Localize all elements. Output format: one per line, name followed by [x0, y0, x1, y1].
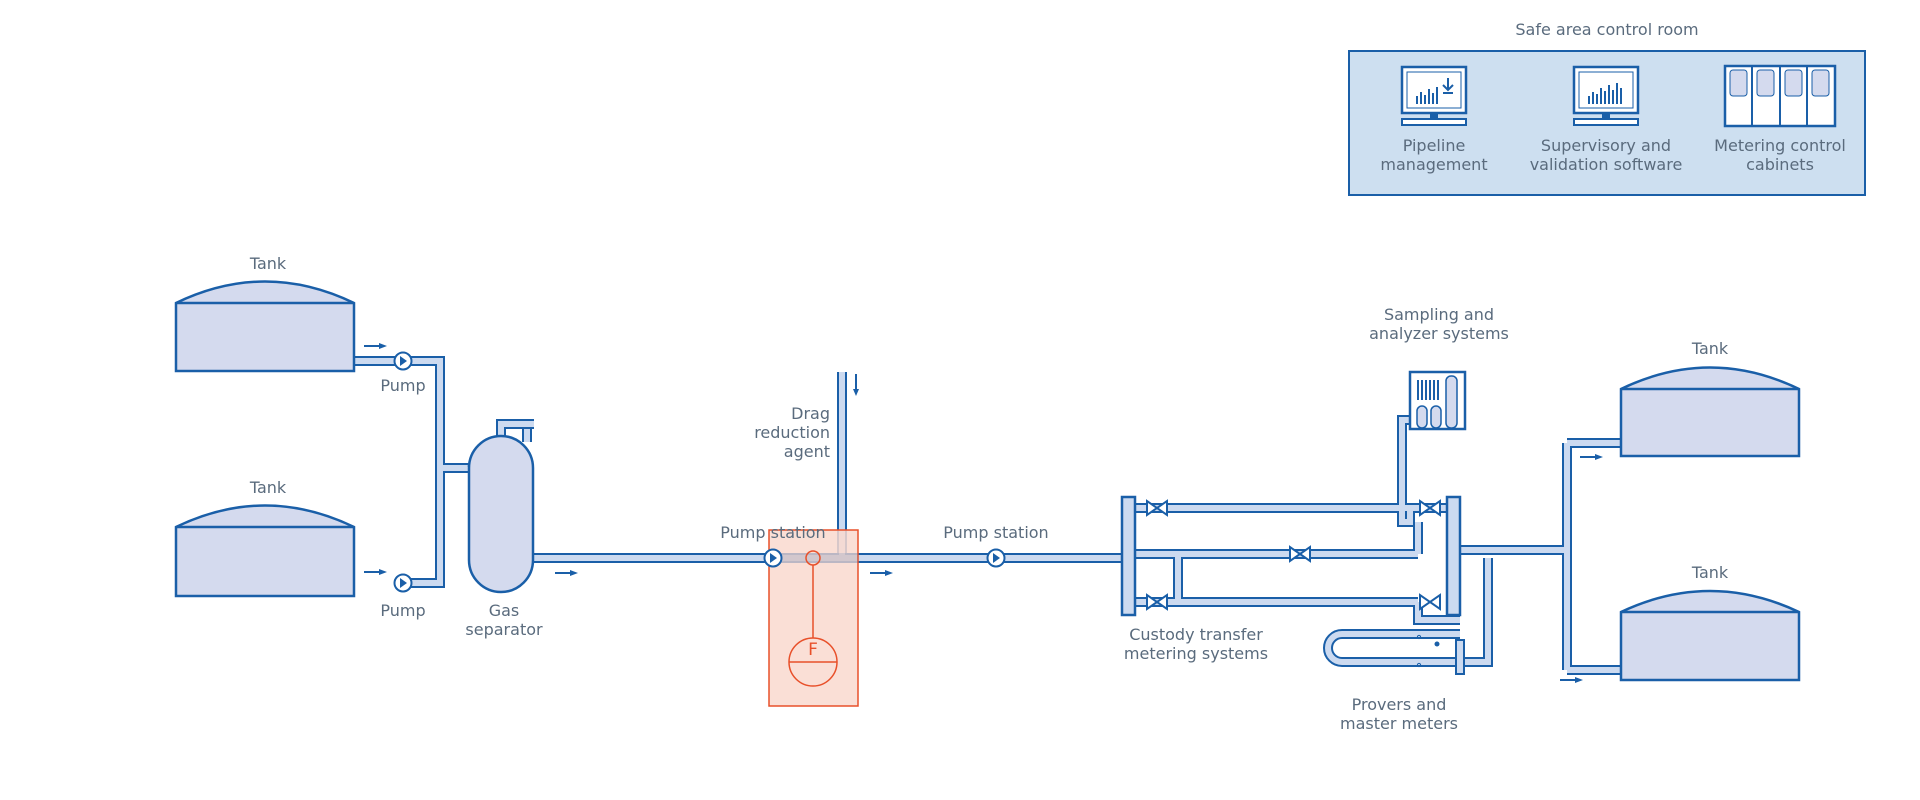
supervisory-software-monitor-icon [1572, 65, 1640, 126]
tank-lower-right [1619, 589, 1801, 682]
custody-transfer-label: Custody transfer metering systems [1123, 625, 1269, 663]
pipeline-management-label: Pipeline management [1380, 136, 1488, 174]
tank-upper-left [174, 280, 356, 373]
pump-upper-label: Pump [380, 376, 426, 395]
pump-upper-icon [393, 351, 413, 371]
control-room-title: Safe area control room [1515, 20, 1699, 39]
pump-station-2-icon [986, 548, 1006, 568]
tank-lower-left-label: Tank [249, 478, 287, 497]
sampling-label: Sampling and analyzer systems [1369, 305, 1509, 343]
tank-lower-left [174, 504, 356, 598]
supervisory-software-label: Supervisory and validation software [1529, 136, 1683, 174]
custody-header-right [1445, 495, 1462, 617]
pump-station-1-icon [763, 548, 783, 568]
metering-cabinets-label: Metering control cabinets [1714, 136, 1846, 174]
pipeline-management-monitor-icon [1400, 65, 1468, 126]
tank-upper-right [1619, 366, 1801, 458]
flow-arrows [364, 343, 1603, 683]
custody-header-left [1120, 495, 1137, 617]
pump-station-1-label: Pump station [720, 523, 826, 542]
pump-station-2-label: Pump station [943, 523, 1049, 542]
flow-meter-symbol: F [808, 640, 818, 660]
gas-separator-label: Gas separator [465, 601, 543, 639]
tank-lower-right-label: Tank [1691, 563, 1729, 582]
provers-label: Provers and master meters [1340, 695, 1458, 733]
sampling-analyzer-icon [1408, 370, 1467, 431]
pump-lower-icon [393, 573, 413, 593]
valve-icons [1146, 499, 1441, 611]
flow-meter-icon [788, 550, 838, 687]
drag-reduction-agent-label: Drag reduction agent [754, 404, 830, 461]
tank-upper-left-label: Tank [249, 254, 287, 273]
metering-cabinets-icon [1723, 64, 1837, 128]
tank-upper-right-label: Tank [1691, 339, 1729, 358]
pump-lower-label: Pump [380, 601, 426, 620]
